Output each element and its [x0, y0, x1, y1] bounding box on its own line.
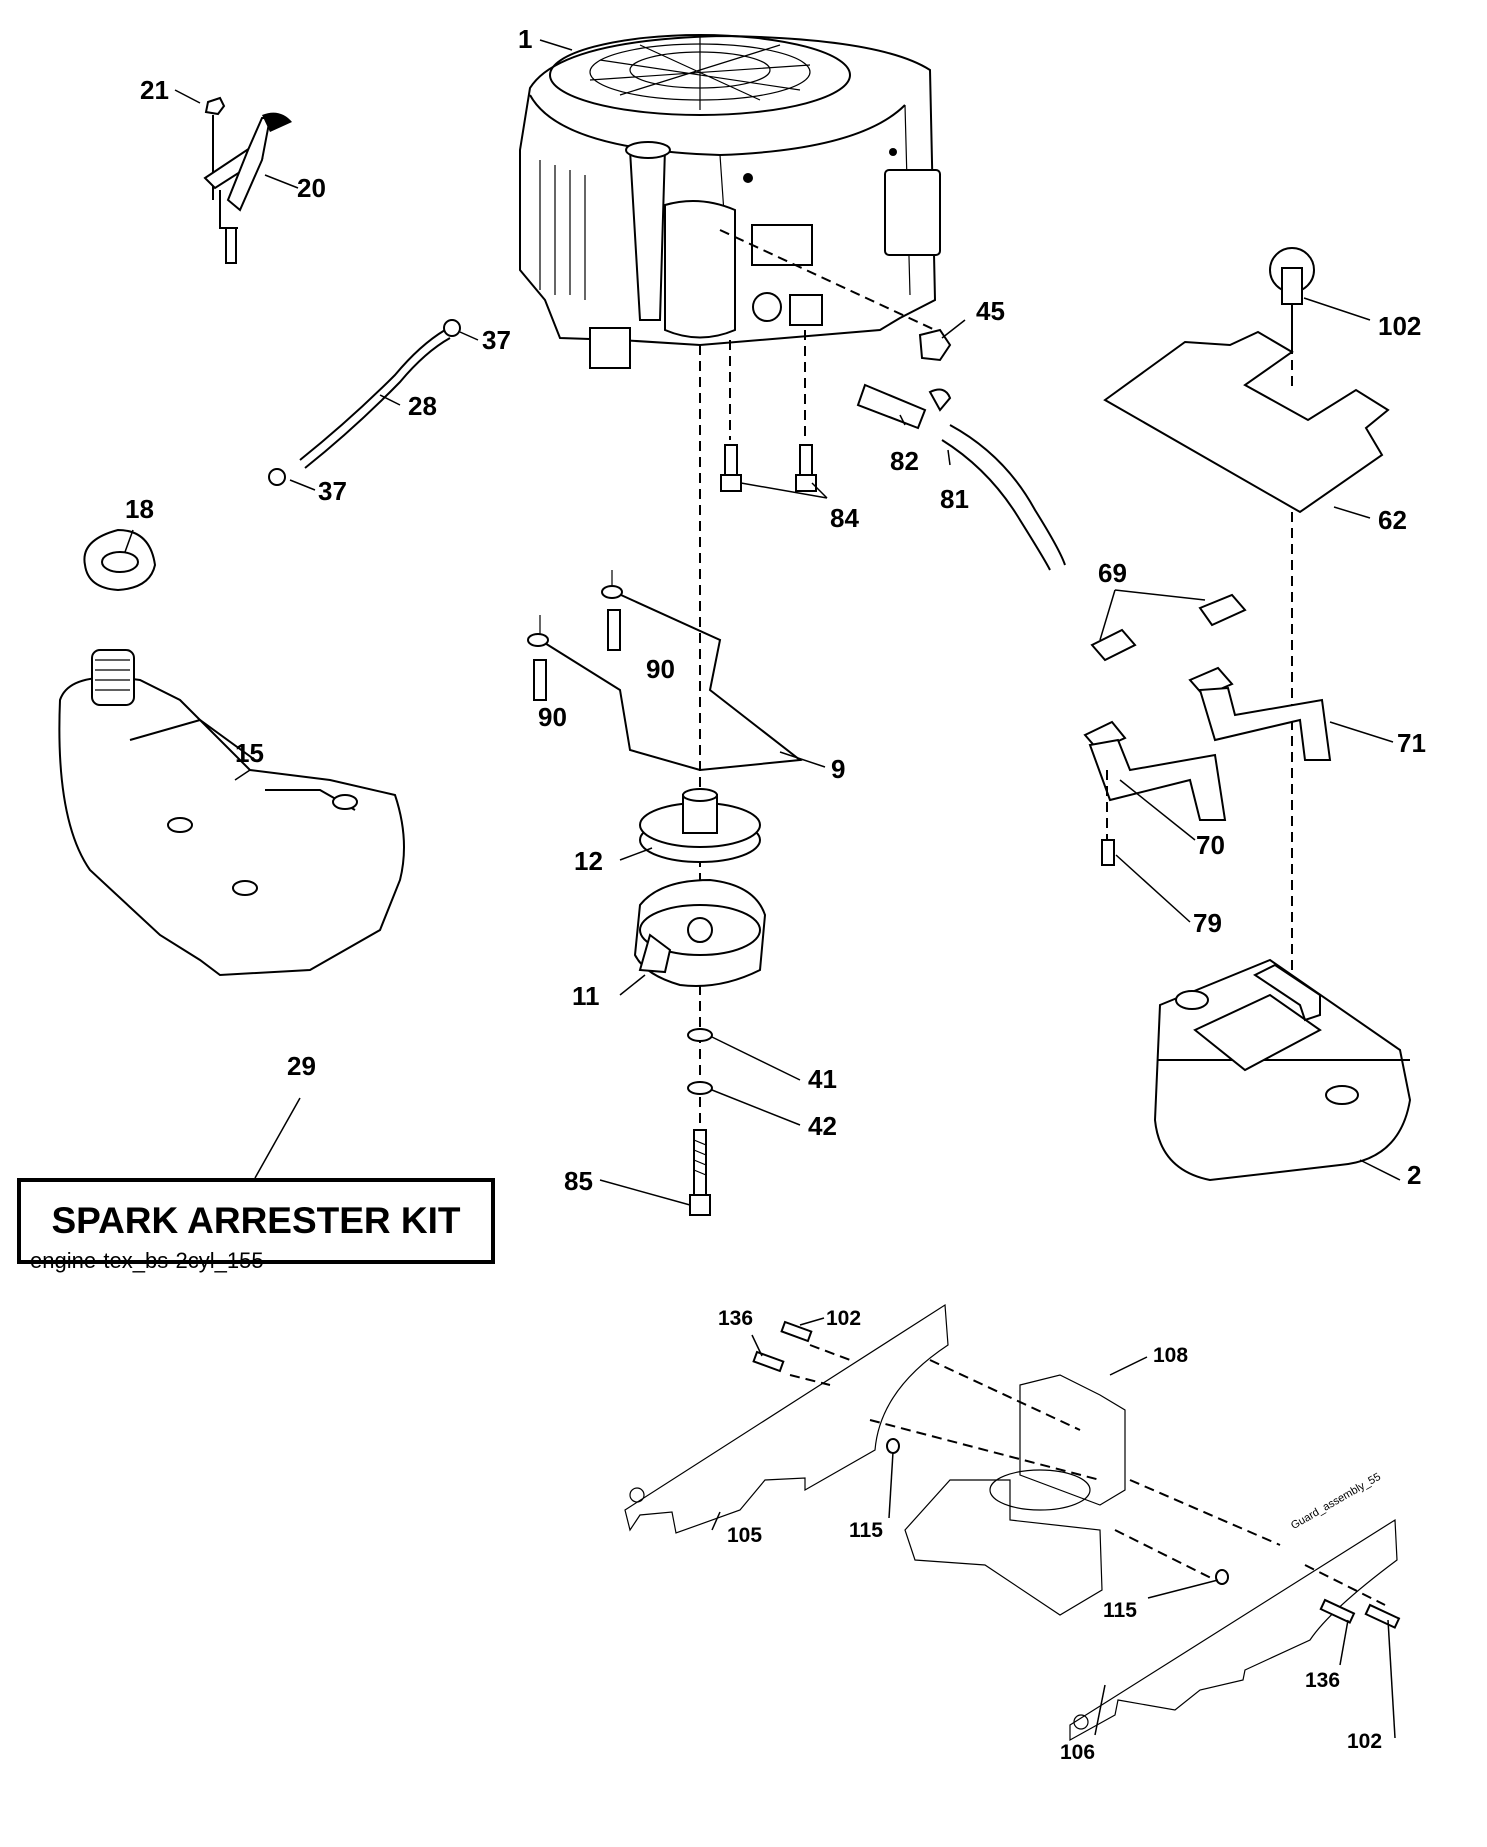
- exhaust-pipes: [1083, 593, 1332, 866]
- engine: [519, 34, 941, 369]
- callout-1: 1: [518, 24, 533, 54]
- electric-clutch: [633, 878, 767, 987]
- callout-69: 69: [1098, 558, 1127, 588]
- callout-42: 42: [808, 1111, 837, 1141]
- callout-136-right: 136: [1305, 1669, 1341, 1692]
- callout-45: 45: [976, 296, 1005, 326]
- callout-12: 12: [574, 846, 603, 876]
- callout-70: 70: [1196, 830, 1225, 860]
- callout-90b: 90: [538, 702, 567, 732]
- callout-41: 41: [808, 1064, 837, 1094]
- callout-81: 81: [940, 484, 969, 514]
- callout-71: 71: [1397, 728, 1426, 758]
- callout-21: 21: [140, 75, 169, 105]
- callout-85: 85: [564, 1166, 593, 1196]
- spark-arrester-kit-box: SPARK ARRESTER KIT: [17, 1178, 495, 1264]
- callout-20: 20: [297, 173, 326, 203]
- callout-79: 79: [1193, 908, 1222, 938]
- guard-assembly: [624, 1303, 1401, 1742]
- callout-102-left: 102: [826, 1307, 862, 1330]
- callout-9: 9: [831, 754, 846, 784]
- callout-84: 84: [830, 503, 859, 533]
- callout-136-left: 136: [718, 1307, 754, 1330]
- callout-102-right: 102: [1347, 1730, 1383, 1753]
- callout-2: 2: [1407, 1160, 1422, 1190]
- callout-115-right: 115: [1103, 1599, 1137, 1622]
- leader-lines: [124, 39, 1401, 1739]
- callout-18: 18: [125, 494, 154, 524]
- engine-bolts: [720, 444, 817, 492]
- callout-11: 11: [572, 981, 600, 1011]
- pulley: [639, 788, 761, 863]
- callout-105: 105: [727, 1524, 763, 1547]
- callout-15: 15: [235, 738, 264, 768]
- fuel-tank: [58, 649, 405, 977]
- fuel-hose: [268, 319, 461, 486]
- heat-shield: [1103, 247, 1390, 1005]
- callout-37b: 37: [318, 476, 347, 506]
- lock-washer: [687, 1081, 713, 1095]
- callout-90a: 90: [646, 654, 675, 684]
- drain-valve: [856, 383, 1066, 571]
- callout-29: 29: [287, 1051, 316, 1081]
- diagram-caption: engine-tex_bs-2cyl_155: [30, 1248, 264, 1273]
- clutch-bolt: [689, 1129, 711, 1216]
- callout-62: 62: [1378, 505, 1407, 535]
- callout-102-top: 102: [1378, 311, 1422, 341]
- callout-106: 106: [1060, 1741, 1096, 1764]
- callout-28: 28: [408, 391, 437, 421]
- callout-82: 82: [890, 446, 919, 476]
- exhaust-guard-bracket: [527, 570, 803, 772]
- callout-115-left: 115: [849, 1519, 883, 1542]
- washer: [687, 1028, 713, 1042]
- muffler: [1153, 958, 1412, 1182]
- callout-108: 108: [1153, 1344, 1189, 1367]
- throttle-control: [203, 96, 292, 264]
- fuel-cap: [83, 528, 157, 592]
- callout-37a: 37: [482, 325, 511, 355]
